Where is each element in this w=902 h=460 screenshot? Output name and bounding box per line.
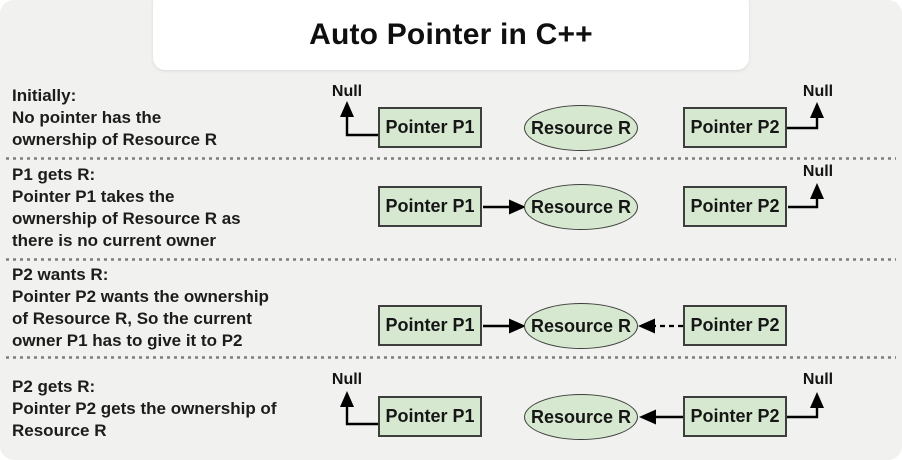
row4-pointer-p2-node: Pointer P2 [683, 396, 787, 437]
row1-caption: Initially: No pointer has the ownership … [12, 86, 217, 149]
row2-resource-node: Resource R [524, 184, 638, 230]
row4-p2-resource-arrowhead [639, 409, 656, 425]
row4-pointer-p1-node: Pointer P1 [378, 396, 482, 437]
row2-p2-null-arrowhead [810, 183, 824, 199]
title-card: Auto Pointer in C++ [153, 0, 749, 70]
row1-p2-null-arrowhead [810, 102, 824, 118]
row4-p2-null-arrow [787, 407, 819, 419]
row4-p1-null-arrowhead [340, 391, 354, 407]
row2-p2-null-label: Null [802, 163, 834, 180]
row3-resource-node: Resource R [524, 303, 638, 349]
row4-caption: P2 gets R: Pointer P2 gets the ownership… [12, 377, 277, 440]
row3-pointer-p1-node: Pointer P1 [378, 305, 482, 346]
row1-pointer-p2-node: Pointer P2 [683, 107, 787, 148]
row4-resource-node: Resource R [524, 394, 638, 440]
row1-p2-null-arrow [787, 117, 819, 130]
row1-p1-null-arrowhead [340, 101, 354, 117]
row3-pointer-p2-node: Pointer P2 [683, 305, 787, 346]
row2-pointer-p2-node: Pointer P2 [683, 186, 787, 227]
row4-p2-null-arrowhead [810, 392, 824, 408]
page-title: Auto Pointer in C++ [309, 18, 593, 51]
row2-pointer-p1-node: Pointer P1 [378, 186, 482, 227]
row1-resource-node: Resource R [524, 105, 638, 151]
row4-p2-null-label: Null [802, 371, 834, 388]
row4-p1-null-label: Null [331, 371, 363, 388]
row3-caption: P2 wants R: Pointer P2 wants the ownersh… [12, 265, 269, 350]
row4-p1-null-arrow [345, 406, 378, 426]
row1-pointer-p1-node: Pointer P1 [378, 107, 482, 148]
row2-p2-null-arrow [788, 198, 819, 209]
row1-p2-null-label: Null [802, 83, 834, 100]
row3-p2-resource-arrowhead [638, 318, 655, 334]
row2-caption: P1 gets R: Pointer P1 takes the ownershi… [12, 165, 241, 250]
row1-p1-null-label: Null [331, 83, 363, 100]
row1-p1-null-arrow [345, 116, 378, 137]
